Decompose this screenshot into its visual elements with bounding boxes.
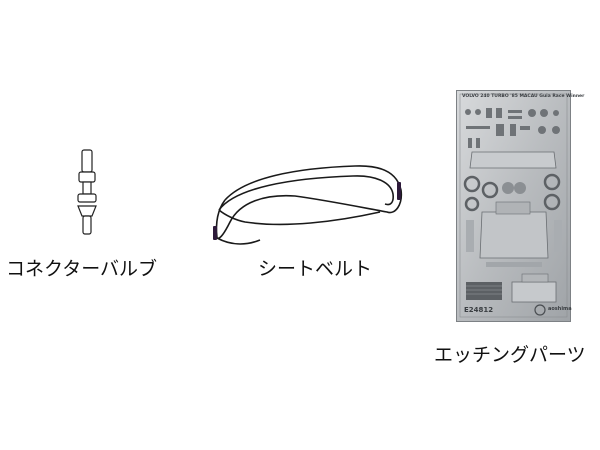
seat-belt-part: [205, 160, 405, 250]
etching-parts-sheet-icon: [456, 90, 571, 322]
seat-belt-icon: [213, 165, 403, 245]
etching-sheet-code: E24812: [464, 306, 494, 314]
etching-sheet-header: VOLVO 240 TURBO '85 MACAU Guia Race Winn…: [462, 94, 585, 99]
connector-valve-label: コネクターバルブ: [6, 258, 158, 280]
connector-valve-icon: [77, 149, 97, 235]
seat-belt-label: シートベルト: [258, 258, 373, 280]
connector-valve-part: [70, 148, 104, 238]
etching-sheet: VOLVO 240 TURBO '85 MACAU Guia Race Winn…: [456, 90, 585, 322]
etching-parts-label: エッチングパーツ: [434, 344, 586, 366]
etching-sheet-brand: aoshima: [548, 306, 572, 312]
